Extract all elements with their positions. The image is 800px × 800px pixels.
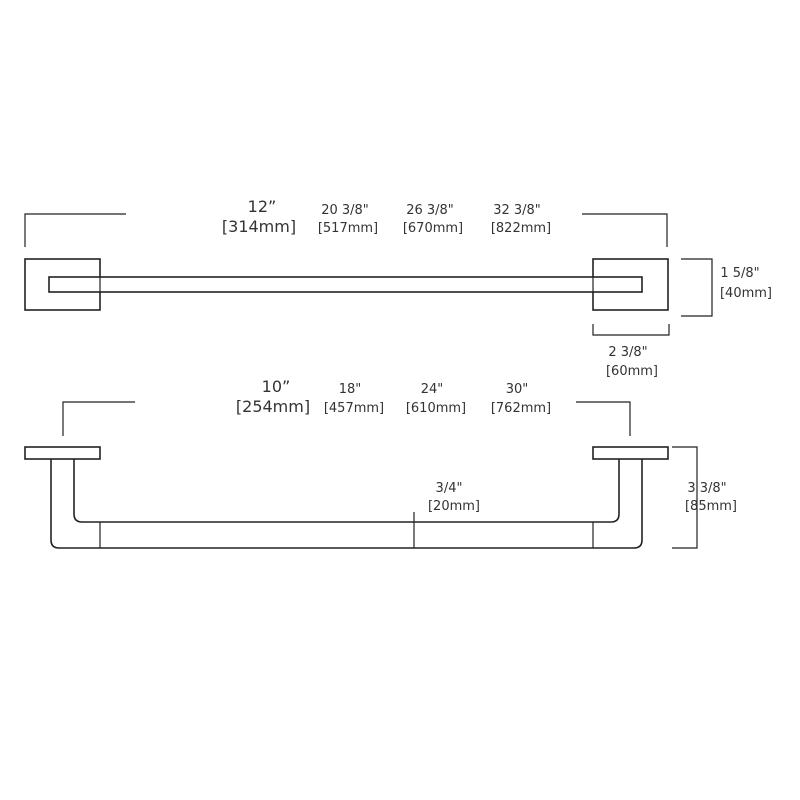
projection-label-in: 3 3/8"	[687, 481, 726, 496]
height-dim-bracket	[681, 258, 713, 317]
side-left-plate	[24, 446, 101, 460]
projection-dim-bracket	[672, 446, 698, 549]
side-length-bracket-right	[576, 401, 631, 436]
top-length-bracket-left	[24, 213, 126, 247]
top-length-26in: 26 3/8"	[406, 203, 454, 218]
side-length-24in: 24"	[421, 382, 444, 397]
top-length-20mm: [517mm]	[318, 221, 378, 236]
top-view: 12” [314mm] 20 3/8" [517mm] 26 3/8" [670…	[24, 197, 772, 379]
width-label-mm: [60mm]	[606, 364, 658, 379]
side-bar-inner	[73, 459, 620, 523]
bar-thickness-in: 3/4"	[436, 481, 463, 496]
height-label-in: 1 5/8"	[720, 266, 759, 281]
bar-thickness-mm: [20mm]	[428, 499, 480, 514]
side-length-18mm: [457mm]	[324, 401, 384, 416]
side-bar-outer	[50, 459, 643, 549]
side-view: 10” [254mm] 18" [457mm] 24" [610mm] 30" …	[24, 377, 737, 549]
side-length-30in: 30"	[506, 382, 529, 397]
side-length-24mm: [610mm]	[406, 401, 466, 416]
top-bar	[48, 276, 643, 293]
side-length-bracket-left	[62, 401, 135, 436]
top-length-20in: 20 3/8"	[321, 203, 369, 218]
side-length-18in: 18"	[339, 382, 362, 397]
top-length-32in: 32 3/8"	[493, 203, 541, 218]
top-length-26mm: [670mm]	[403, 221, 463, 236]
top-length-12in: 12”	[248, 197, 277, 216]
top-length-12mm: [314mm]	[222, 217, 296, 236]
width-dim-bracket	[592, 324, 670, 336]
projection-label-mm: [85mm]	[685, 499, 737, 514]
side-length-30mm: [762mm]	[491, 401, 551, 416]
top-length-bracket-right	[582, 213, 668, 247]
side-right-plate	[592, 446, 669, 460]
height-label-mm: [40mm]	[720, 286, 772, 301]
side-length-10mm: [254mm]	[236, 397, 310, 416]
top-length-32mm: [822mm]	[491, 221, 551, 236]
side-length-10in: 10”	[262, 377, 291, 396]
width-label-in: 2 3/8"	[608, 345, 647, 360]
